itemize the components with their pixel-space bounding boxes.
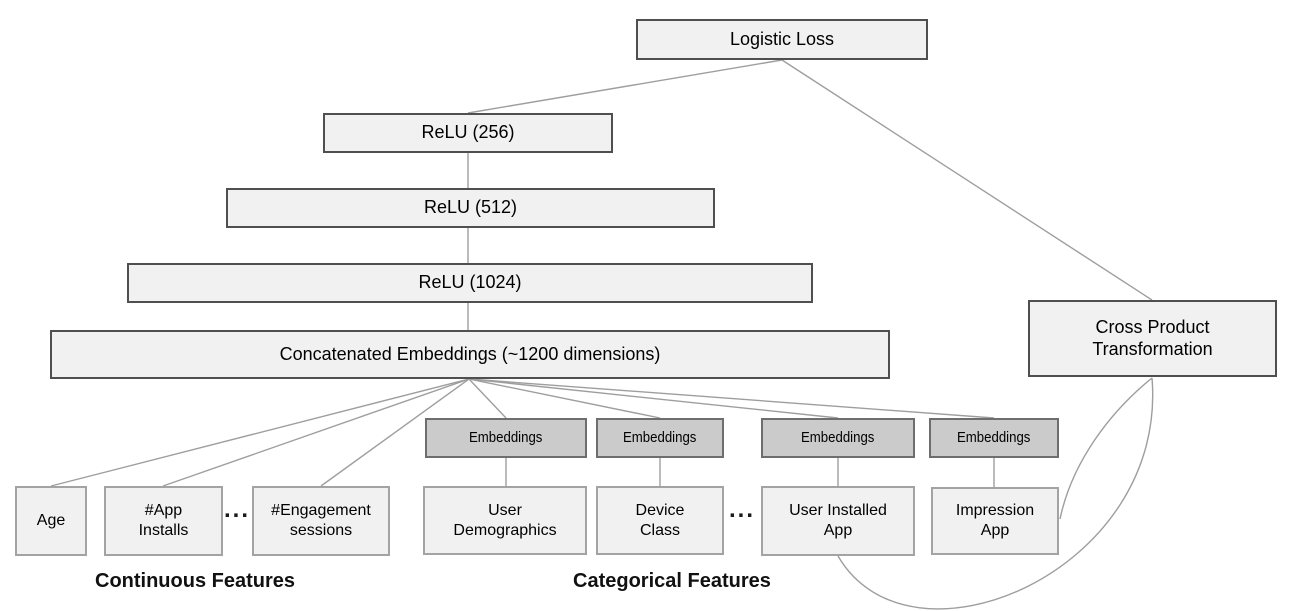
node-label: #App Installs (138, 502, 189, 539)
node-user-demographics: User Demographics (423, 486, 587, 555)
node-device-class: Device Class (596, 486, 724, 555)
node-label: Embeddings (957, 428, 1031, 446)
node-label: ReLU (1024) (418, 272, 522, 293)
node-age: Age (15, 486, 87, 556)
node-concatenated-embeddings: Concatenated Embeddings (~1200 dimension… (50, 330, 890, 379)
edge-concatenated_embeddings-to-embeddings_device_class (468, 378, 661, 419)
node-label: ReLU (512) (423, 197, 518, 218)
node-label: Embeddings (801, 428, 875, 446)
node-impression-app: Impression App (931, 487, 1059, 555)
node-label: Device Class (635, 501, 685, 539)
node-embeddings-user-installed-app: Embeddings (761, 418, 915, 458)
categorical-features-label: Categorical Features (573, 570, 771, 592)
node-embeddings-impression-app: Embeddings (929, 418, 1059, 458)
node-relu-256: ReLU (256) (323, 113, 613, 153)
node-label: ReLU (256) (421, 122, 515, 143)
node-logistic-loss: Logistic Loss (636, 19, 928, 60)
edge-concatenated_embeddings-to-embeddings_impression_app (468, 378, 995, 419)
node-label: User Installed App (789, 502, 887, 539)
node-embeddings-user-demographics: Embeddings (425, 418, 587, 458)
edge-logistic_loss-to-relu_256 (467, 59, 783, 114)
node-label: Cross Product Transformation (1092, 316, 1213, 359)
edge-concatenated_embeddings-to-embeddings_user_installed_app (468, 378, 839, 419)
node-relu-1024: ReLU (1024) (127, 263, 813, 303)
continuous-features-label: Continuous Features (95, 570, 296, 592)
edge-impression_app-to-cross_product_transformation (1059, 377, 1153, 520)
node-engagement-sessions: #Engagement sessions (252, 486, 390, 556)
node-app-installs: #App Installs (104, 486, 223, 556)
edge-user_installed_app-to-cross_product_transformation (837, 377, 1154, 610)
ellipsis-continuous: ... (224, 496, 251, 523)
ellipsis-categorical: ... (729, 496, 756, 523)
edge-concatenated_embeddings-to-embeddings_user_demographics (468, 378, 507, 419)
node-embeddings-device-class: Embeddings (596, 418, 724, 458)
node-cross-product-transformation: Cross Product Transformation (1028, 300, 1277, 377)
edge-concatenated_embeddings-to-engagement_sessions (320, 378, 470, 487)
node-label: Concatenated Embeddings (~1200 dimension… (279, 343, 661, 364)
node-label: Logistic Loss (729, 28, 835, 49)
node-relu-512: ReLU (512) (226, 188, 715, 228)
node-label: Embeddings (623, 428, 697, 446)
node-label: Embeddings (469, 428, 543, 446)
edge-logistic_loss-to-cross_product_transformation (781, 59, 1153, 301)
node-label: #Engagement sessions (271, 502, 371, 539)
node-label: Age (36, 512, 66, 530)
node-user-installed-app: User Installed App (761, 486, 915, 556)
edge-concatenated_embeddings-to-age (50, 378, 470, 487)
node-label: User Demographics (453, 501, 557, 539)
node-label: Impression App (955, 502, 1035, 539)
edge-concatenated_embeddings-to-app_installs (162, 378, 470, 487)
